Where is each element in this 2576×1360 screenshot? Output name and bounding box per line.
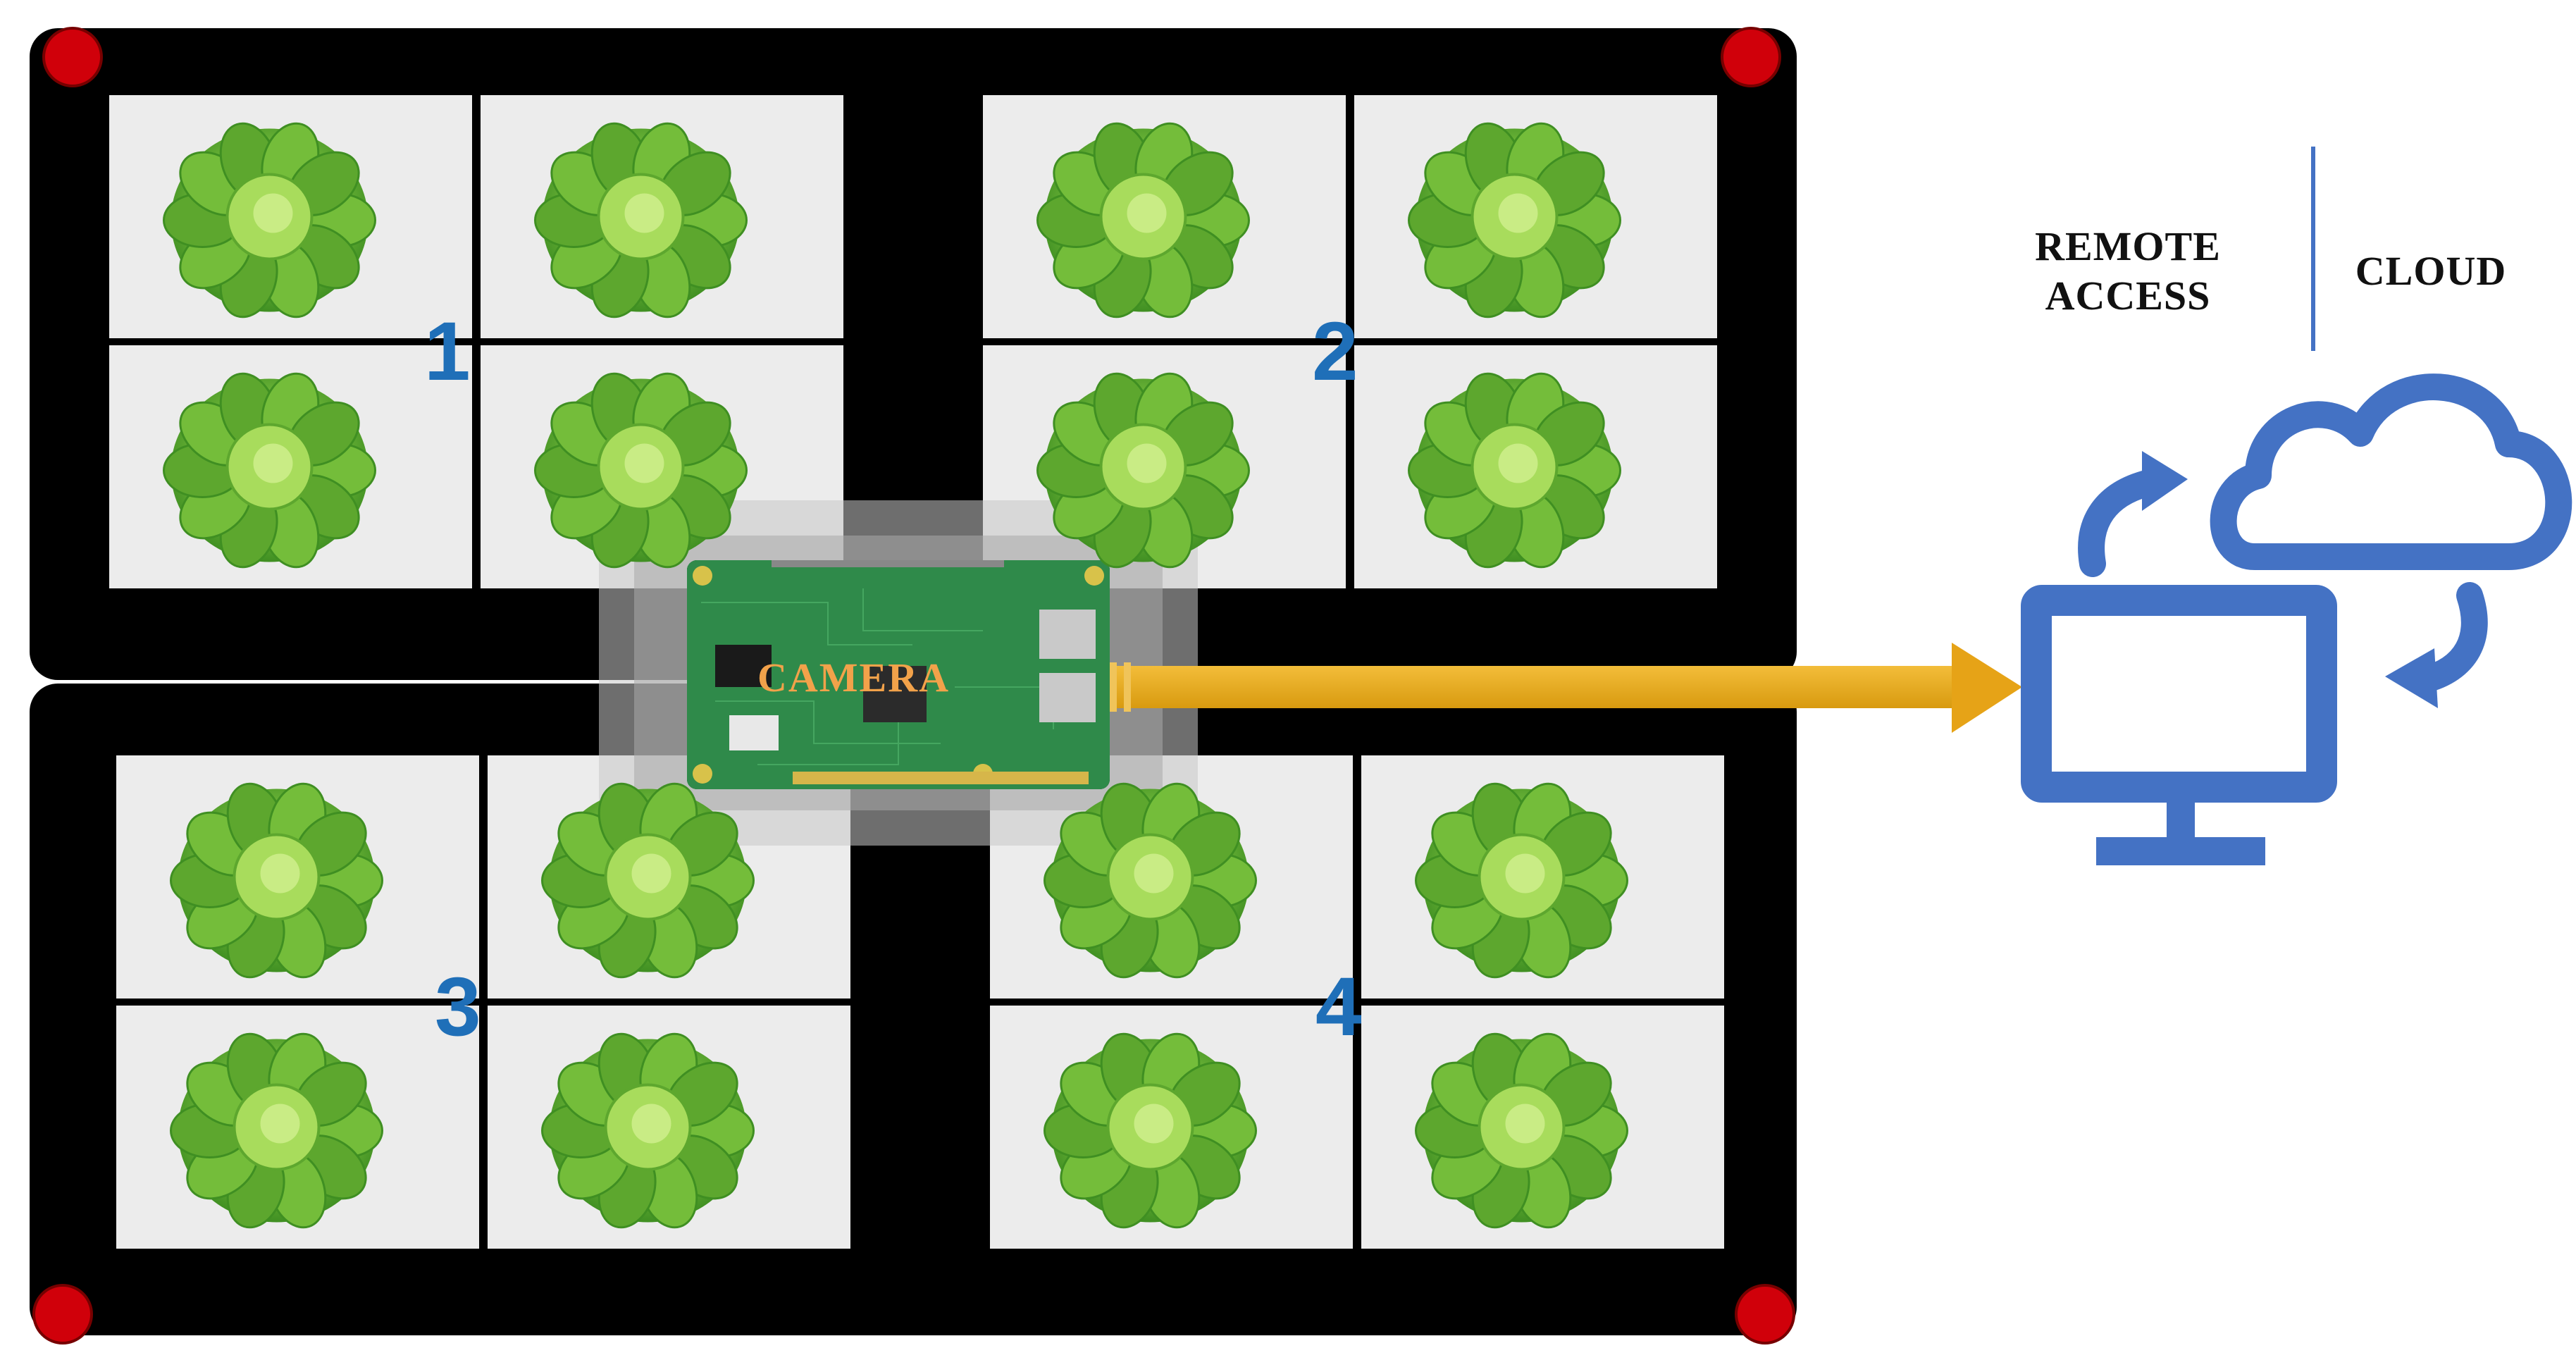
red-dot-marker: [42, 27, 103, 87]
quadrant-number-1: 1: [424, 305, 471, 398]
lettuce-plants: [163, 122, 1628, 1229]
lettuce-plant: [541, 1032, 755, 1229]
label-divider: [2311, 147, 2315, 351]
red-dot-marker: [1721, 27, 1781, 87]
cloud-icon: [2210, 373, 2572, 570]
lettuce-plant: [163, 122, 376, 319]
cloud-label: CLOUD: [2355, 248, 2507, 294]
monitor-icon: [2021, 585, 2337, 865]
lettuce-plant: [534, 122, 748, 319]
lettuce-plant: [1044, 1032, 1257, 1229]
lettuce-plant: [170, 1032, 383, 1229]
lettuce-plant: [1415, 782, 1628, 979]
quadrant-number-4: 4: [1315, 960, 1362, 1053]
data-arrow: [1110, 643, 2022, 733]
lettuce-plant: [1408, 372, 1621, 569]
lettuce-plant: [1044, 782, 1257, 979]
lettuce-plant: [1415, 1032, 1628, 1229]
red-dot-marker: [32, 1284, 93, 1344]
camera-label: CAMERA: [757, 655, 950, 700]
lettuce-plant: [1036, 122, 1250, 319]
lettuce-plant: [1036, 372, 1250, 569]
quadrant-number-2: 2: [1312, 305, 1358, 398]
sync-arrow-icon: [2078, 451, 2488, 708]
lettuce-plant: [1408, 122, 1621, 319]
lettuce-plant: [163, 372, 376, 569]
lettuce-plant: [170, 782, 383, 979]
remote-access-label: REMOTE ACCESS: [2035, 223, 2221, 319]
lettuce-plant: [541, 782, 755, 979]
lettuce-plant: [534, 372, 748, 569]
quadrant-number-3: 3: [435, 960, 481, 1053]
red-dot-marker: [1735, 1284, 1795, 1344]
circuit-board-graphic: [687, 560, 1110, 789]
camera-board: [687, 560, 1110, 789]
